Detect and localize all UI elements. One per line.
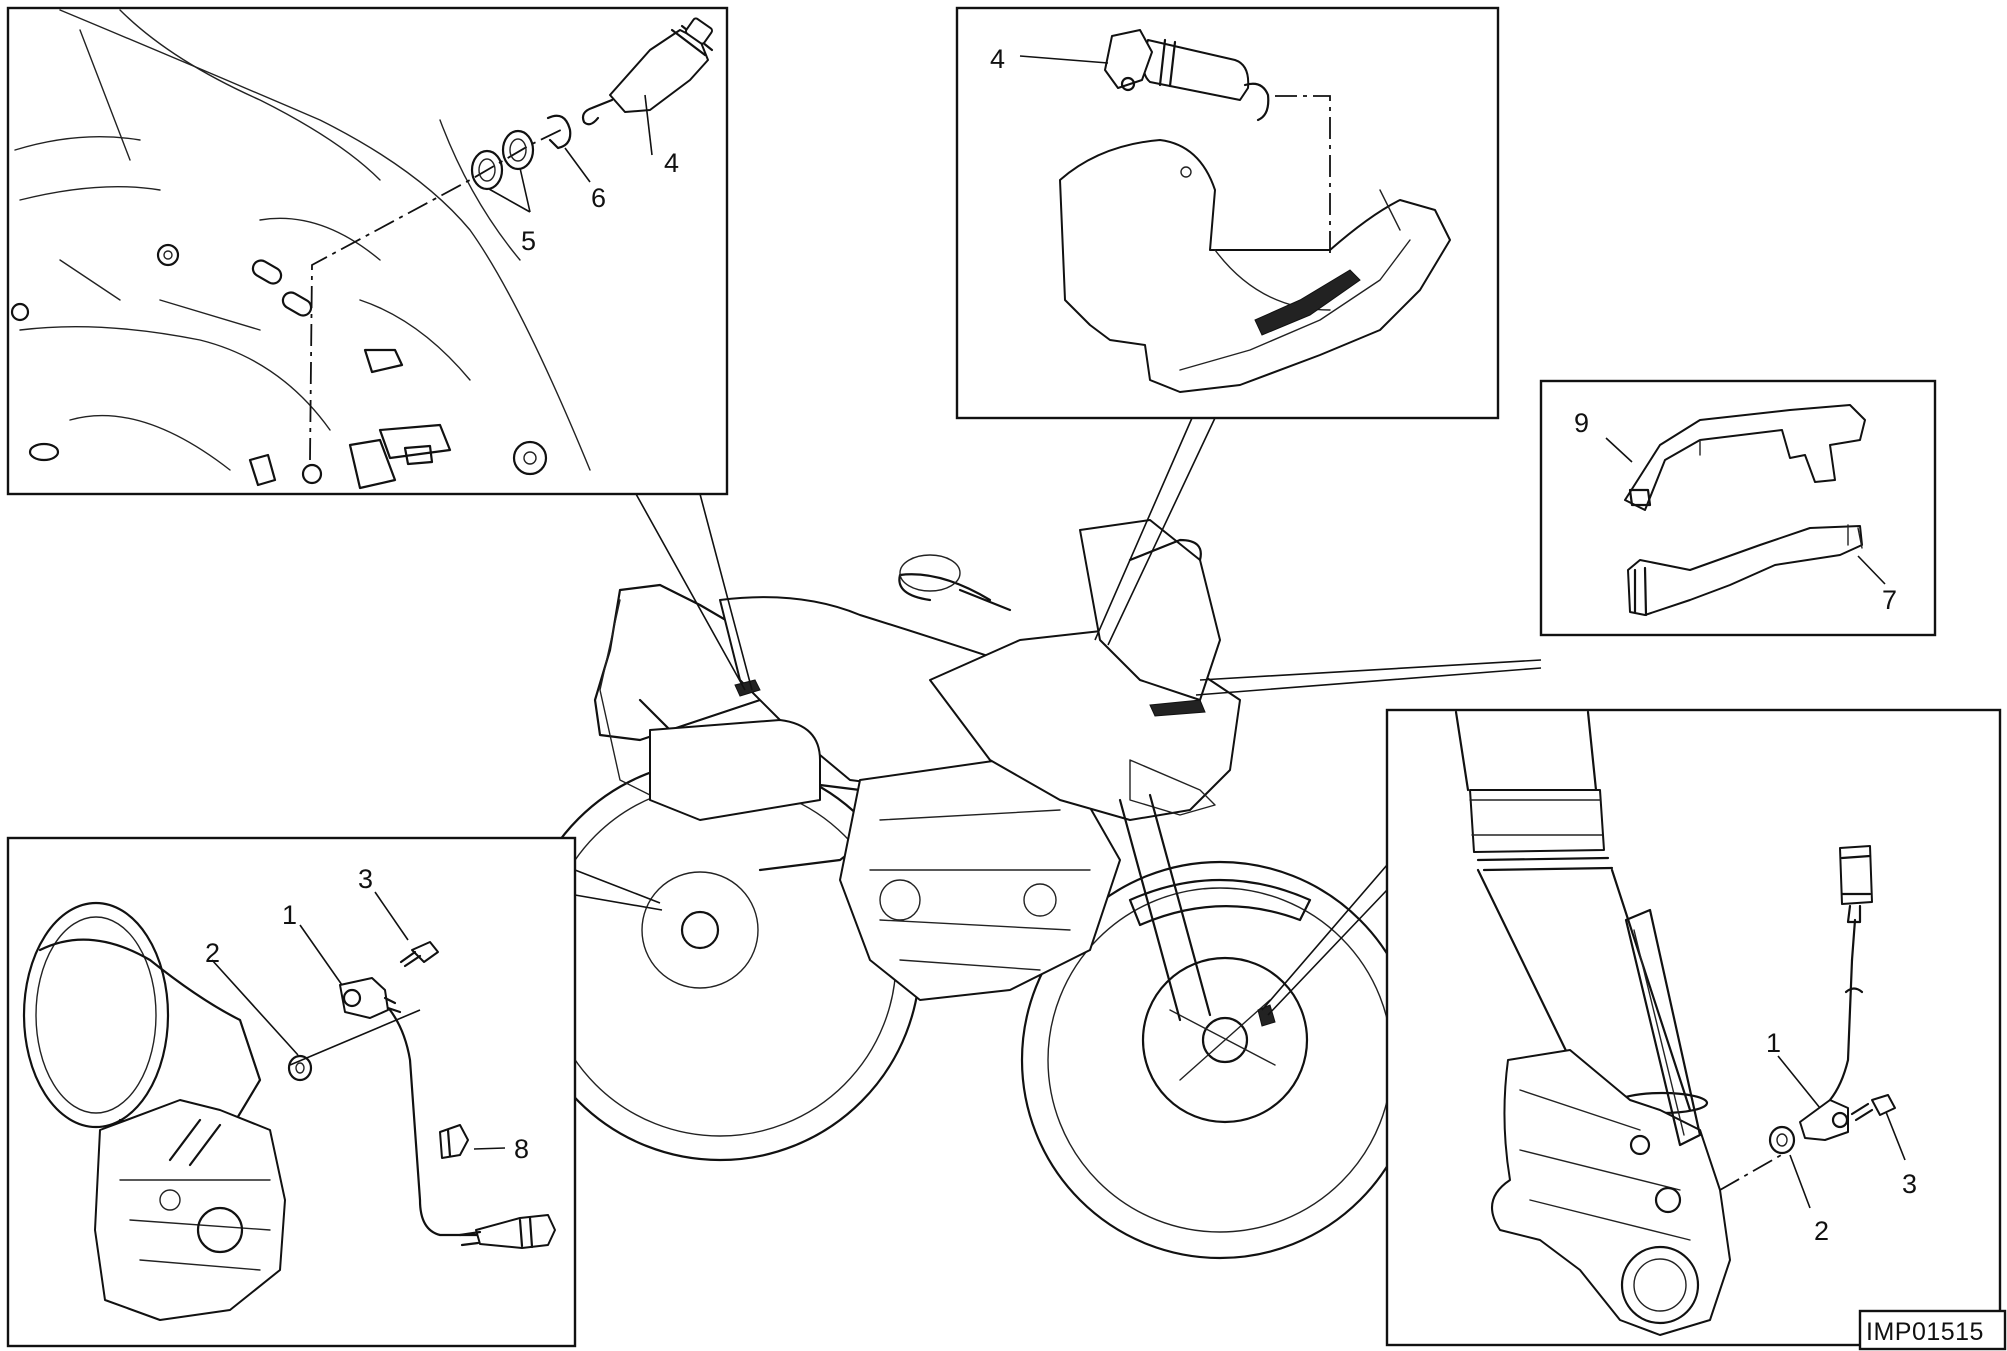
vent-grille — [1254, 269, 1361, 336]
callout-label-2: 2 — [205, 938, 220, 968]
front-wheel-speed-sensor — [1799, 918, 1864, 1141]
front-sensor-connector — [1839, 845, 1873, 924]
callout-label-2-front: 2 — [1814, 1216, 1829, 1246]
callout-label-3-front: 3 — [1902, 1169, 1917, 1199]
bracket-part-7 — [1627, 524, 1863, 617]
connector-part-4-center — [1104, 29, 1270, 122]
callout-label-7: 7 — [1882, 585, 1897, 615]
connector-part-4 — [581, 17, 714, 126]
callout-label-1-front: 1 — [1766, 1028, 1781, 1058]
washer-2-rear — [287, 1054, 313, 1082]
figure-code-box: IMP01515 — [1858, 1309, 2007, 1351]
bolt-3-front — [1850, 1094, 1896, 1122]
callout-label-1: 1 — [282, 900, 297, 930]
washer-5b — [501, 129, 535, 171]
abs-tone-ring — [22, 901, 262, 1142]
fork-foot-caliper-mount — [1491, 1049, 1731, 1336]
bracket-part-9 — [1624, 404, 1866, 511]
front-sensor-highlight — [1257, 1004, 1276, 1027]
callout-label-6: 6 — [591, 183, 606, 213]
callout-label-4-center: 4 — [990, 44, 1005, 74]
panel-right-small: 9 7 — [1195, 379, 1937, 696]
rear-caliper — [94, 1099, 286, 1321]
washer-5a — [470, 149, 504, 191]
callout-label-4: 4 — [664, 148, 679, 178]
cable-clip-8 — [439, 1124, 469, 1159]
callout-label-8: 8 — [514, 1134, 529, 1164]
callout-label-9: 9 — [1574, 408, 1589, 438]
panel-top-center: 4 — [955, 6, 1500, 646]
motorcycle-illustration — [518, 519, 1420, 1260]
bolt-3-rear — [399, 941, 439, 968]
front-fork-tube — [1454, 710, 1709, 1115]
rear-sensor-connector — [458, 1214, 556, 1249]
callout-label-3: 3 — [358, 864, 373, 894]
bracket-highlight — [1149, 699, 1206, 717]
rear-wheel-speed-sensor — [339, 977, 482, 1237]
panel-bottom-left: 3 1 2 8 — [6, 836, 663, 1348]
panel-bottom-right: 1 3 2 — [1261, 708, 2002, 1347]
panel-top-left: 4 5 6 — [6, 6, 753, 691]
figure-code: IMP01515 — [1866, 1318, 1984, 1346]
callout-label-5: 5 — [521, 226, 536, 256]
clip-6 — [546, 114, 572, 150]
washer-2-front — [1768, 1125, 1796, 1155]
